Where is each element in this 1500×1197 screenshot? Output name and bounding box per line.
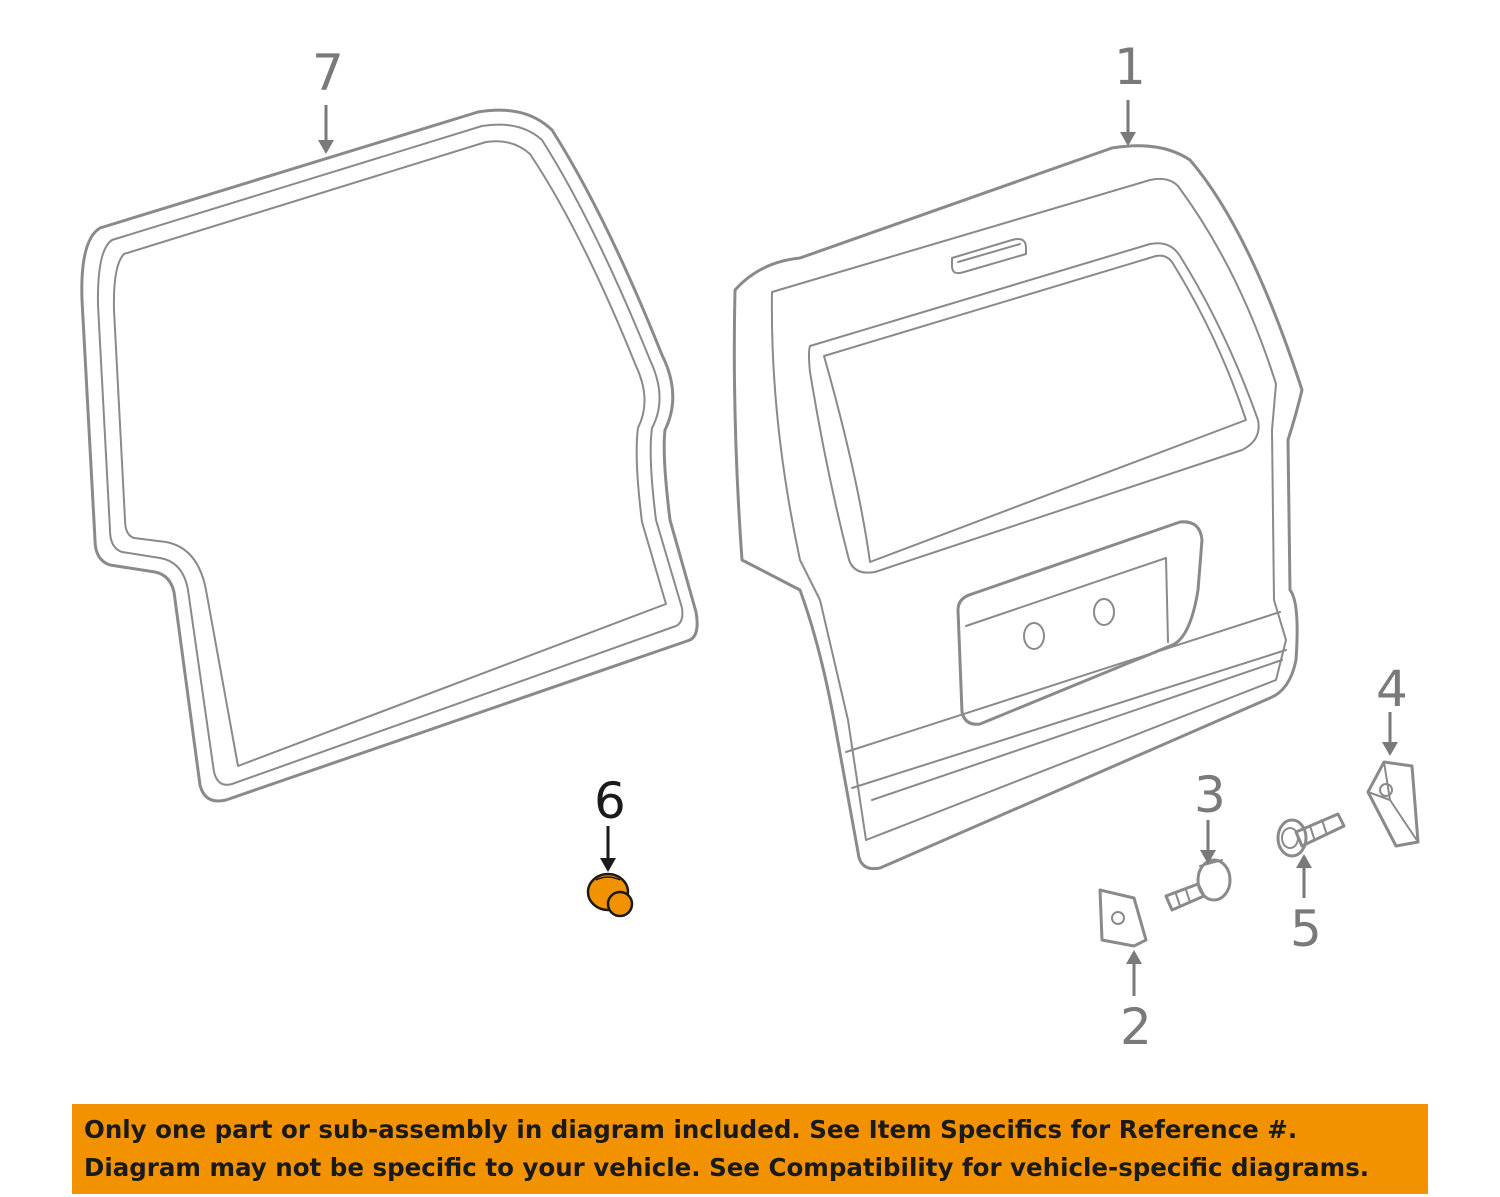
part-5-bolt	[1276, 812, 1346, 858]
leader-7	[318, 105, 334, 154]
callout-3: 3	[1194, 766, 1226, 824]
leader-2	[1126, 950, 1142, 996]
callout-5: 5	[1290, 900, 1322, 958]
leader-5	[1296, 854, 1312, 898]
callout-7: 7	[312, 44, 344, 102]
leader-4	[1382, 712, 1398, 756]
leader-3	[1200, 820, 1216, 864]
part-6-grommet	[586, 872, 634, 918]
part-3-stud	[1164, 858, 1232, 912]
part-4-bracket	[1366, 760, 1420, 848]
callout-6: 6	[594, 772, 626, 830]
disclaimer-line-2: Diagram may not be specific to your vehi…	[84, 1153, 1370, 1182]
part-7-weatherstrip	[80, 108, 699, 803]
disclaimer-banner: Only one part or sub-assembly in diagram…	[72, 1104, 1428, 1194]
leader-1	[1120, 100, 1136, 146]
callout-1: 1	[1114, 38, 1146, 96]
part-1-liftgate	[732, 144, 1304, 871]
callout-4: 4	[1376, 660, 1408, 718]
part-2-plate	[1098, 888, 1148, 948]
leader-6	[600, 826, 616, 872]
callout-2: 2	[1120, 998, 1152, 1056]
disclaimer-line-1: Only one part or sub-assembly in diagram…	[84, 1115, 1298, 1144]
